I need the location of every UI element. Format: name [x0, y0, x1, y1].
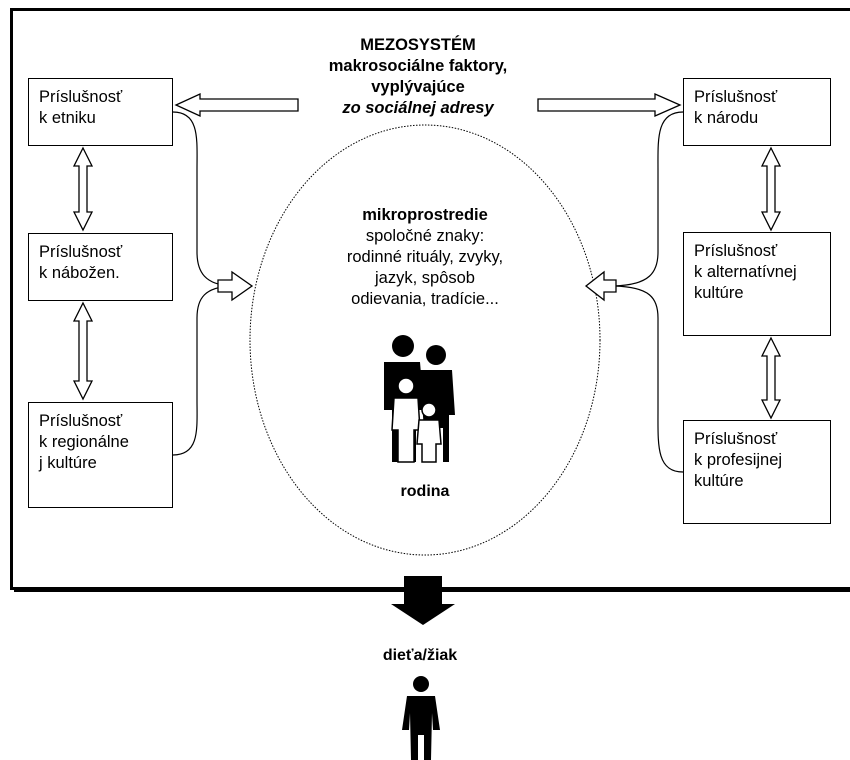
arrow-right-into-family [584, 270, 617, 302]
mezosystem-line3: zo sociálnej adresy [342, 99, 494, 117]
arrow-left-into-family [217, 270, 254, 302]
micro-line: rodinné rituály, zvyky, [346, 248, 504, 266]
box-etnikum: Príslušnosť k etniku [28, 78, 173, 146]
double-arrow-right-2 [760, 336, 782, 420]
mezosystem-title: MEZOSYSTÉM [360, 36, 476, 54]
micro-line: jazyk, spôsob [375, 269, 475, 287]
left-bracket [172, 111, 233, 456]
child-icon [402, 676, 440, 760]
box-line: k profesijnej [694, 451, 783, 469]
box-line: k národu [694, 109, 759, 127]
double-arrow-right-1 [760, 146, 782, 232]
microenvironment-ellipse [249, 124, 601, 556]
box-regionalna-kultura: Príslušnosť k regionálne j kultúre [28, 402, 173, 508]
box-line: Príslušnosť [39, 243, 123, 261]
family-icon [384, 335, 455, 463]
micro-line: odievania, tradície... [351, 290, 499, 308]
box-line: Príslušnosť [694, 242, 778, 260]
arrow-to-etnikum [174, 92, 299, 118]
box-narod: Príslušnosť k národu [683, 78, 831, 146]
box-alternativna-kultura: Príslušnosť k alternatívnej kultúre [683, 232, 831, 336]
micro-title: mikroprostredie [362, 206, 488, 224]
box-line: j kultúre [39, 454, 97, 472]
down-arrow [391, 576, 455, 625]
double-arrow-left-1 [72, 146, 94, 232]
box-line: k alternatívnej [694, 263, 797, 281]
child-label: dieťa/žiak [382, 647, 458, 664]
box-line: kultúre [694, 284, 744, 302]
microenvironment-text: mikroprostredie spoločné znaky: rodinné … [265, 205, 585, 310]
mezosystem-heading: MEZOSYSTÉM makrosociálne faktory, vyplýv… [303, 35, 533, 119]
family-label: rodina [400, 483, 450, 500]
micro-line: spoločné znaky: [365, 227, 485, 245]
mezosystem-line1: makrosociálne faktory, [328, 57, 508, 75]
box-line: k regionálne [39, 433, 129, 451]
box-line: Príslušnosť [694, 88, 778, 106]
double-arrow-left-2 [72, 301, 94, 401]
mezosystem-line2: vyplývajúce [371, 78, 465, 96]
box-line: kultúre [694, 472, 744, 490]
box-profesijna-kultura: Príslušnosť k profesijnej kultúre [683, 420, 831, 524]
box-line: k nábožen. [39, 264, 120, 282]
right-bracket [613, 111, 684, 473]
box-line: Príslušnosť [39, 412, 123, 430]
box-line: Príslušnosť [694, 430, 778, 448]
box-line: k etniku [39, 109, 96, 127]
arrow-to-narod [537, 93, 682, 117]
box-nabozenstvo: Príslušnosť k nábožen. [28, 233, 173, 301]
box-line: Príslušnosť [39, 88, 123, 106]
